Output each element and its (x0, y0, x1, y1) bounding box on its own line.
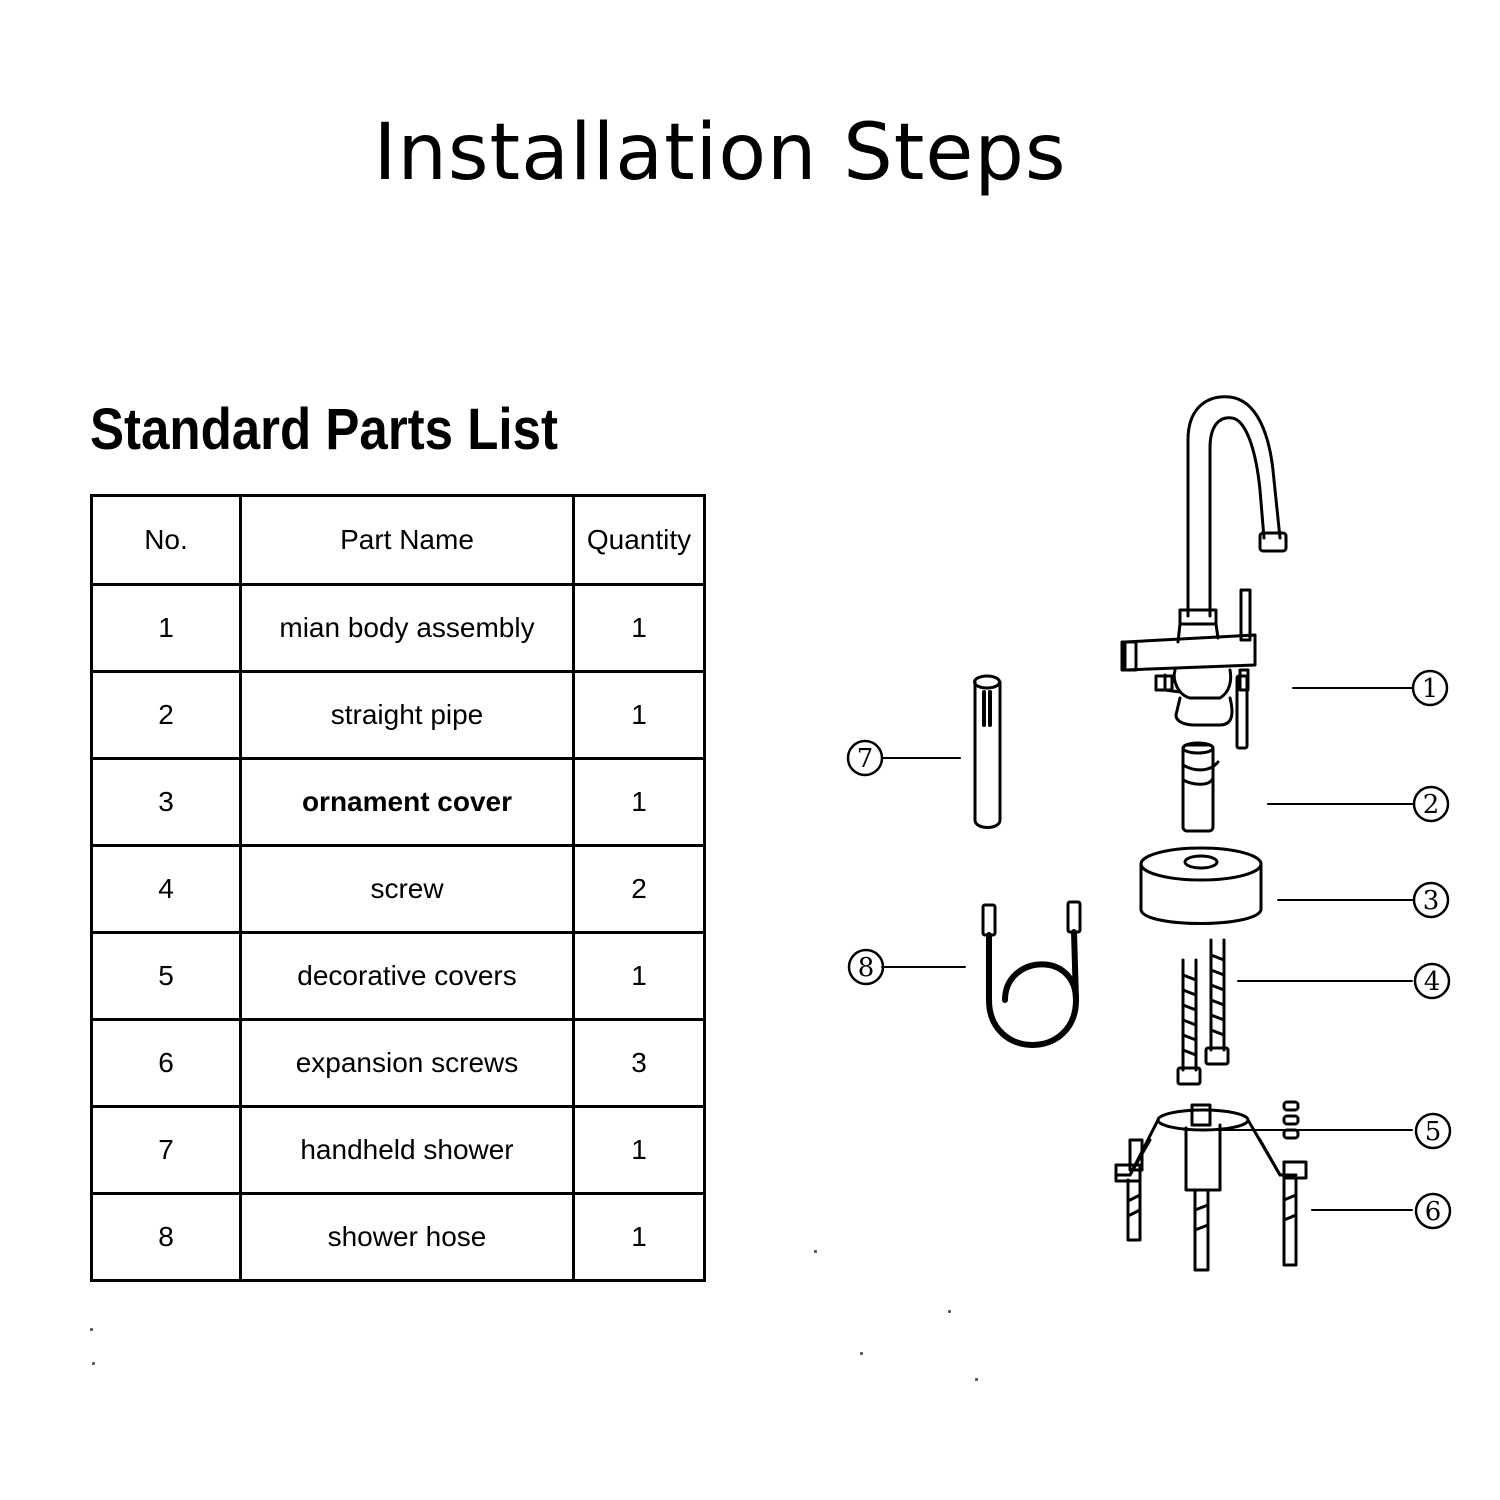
table-header-row: No. Part Name Quantity (90, 494, 706, 586)
callout-6: 6 (1414, 1192, 1452, 1230)
handheld-shower-illustration (973, 674, 1002, 829)
row-quantity: 1 (572, 1105, 706, 1195)
row-quantity: 1 (572, 931, 706, 1021)
row-part-name: ornament cover (239, 757, 575, 847)
callout-8: 8 (847, 948, 885, 986)
header-no: No. (90, 494, 242, 586)
table-row: 2 straight pipe 1 (90, 670, 706, 760)
row-quantity: 2 (572, 844, 706, 934)
row-part-name: straight pipe (239, 670, 575, 760)
callout-5: 5 (1414, 1112, 1452, 1150)
callout-6-label: 6 (1425, 1197, 1442, 1227)
callout-2-label: 2 (1423, 790, 1440, 820)
callout-7: 7 (846, 739, 884, 777)
screws-illustration (1176, 938, 1230, 1086)
straight-pipe-illustration (1181, 741, 1220, 833)
scan-speck (814, 1250, 817, 1253)
table-row: 1 mian body assembly 1 (90, 583, 706, 673)
scan-speck (90, 1328, 93, 1331)
row-part-name: shower hose (239, 1192, 575, 1282)
callout-5-label: 5 (1425, 1117, 1442, 1147)
header-quantity: Quantity (572, 494, 706, 586)
parts-table: No. Part Name Quantity 1 mian body assem… (90, 494, 706, 1282)
ornament-cover-illustration (1139, 846, 1263, 925)
row-part-name: expansion screws (239, 1018, 575, 1108)
page-title: Installation Steps (373, 108, 1067, 198)
header-part-name: Part Name (239, 494, 575, 586)
row-no: 8 (90, 1192, 242, 1282)
table-row: 7 handheld shower 1 (90, 1105, 706, 1195)
scan-speck (975, 1378, 978, 1381)
row-no: 6 (90, 1018, 242, 1108)
callout-2: 2 (1412, 785, 1450, 823)
callout-3-label: 3 (1423, 886, 1440, 916)
row-no: 7 (90, 1105, 242, 1195)
row-no: 1 (90, 583, 242, 673)
row-quantity: 1 (572, 670, 706, 760)
row-quantity: 1 (572, 757, 706, 847)
exploded-parts-diagram: 1 2 3 4 5 6 7 8 (846, 395, 1452, 1272)
parts-list-heading: Standard Parts List (90, 397, 558, 462)
row-part-name: screw (239, 844, 575, 934)
row-quantity: 3 (572, 1018, 706, 1108)
row-part-name: decorative covers (239, 931, 575, 1021)
callout-3: 3 (1412, 881, 1450, 919)
row-quantity: 1 (572, 583, 706, 673)
table-row: 8 shower hose 1 (90, 1192, 706, 1282)
table-row: 4 screw 2 (90, 844, 706, 934)
decorative-cover-and-expansion-screws-illustration (1114, 1100, 1308, 1272)
callout-8-label: 8 (858, 953, 875, 983)
row-no: 5 (90, 931, 242, 1021)
callout-1: 1 (1411, 669, 1449, 707)
callout-1-label: 1 (1422, 674, 1439, 704)
table-row: 5 decorative covers 1 (90, 931, 706, 1021)
shower-hose-illustration (981, 900, 1082, 1048)
callout-7-label: 7 (857, 744, 874, 774)
table-row: 6 expansion screws 3 (90, 1018, 706, 1108)
faucet-main-body-illustration (1120, 395, 1288, 750)
table-row: 3 ornament cover 1 (90, 757, 706, 847)
scan-speck (860, 1352, 863, 1355)
row-no: 3 (90, 757, 242, 847)
row-part-name: mian body assembly (239, 583, 575, 673)
scan-speck (948, 1310, 951, 1313)
row-part-name: handheld shower (239, 1105, 575, 1195)
callout-4-label: 4 (1424, 967, 1441, 997)
row-no: 2 (90, 670, 242, 760)
row-no: 4 (90, 844, 242, 934)
callout-4: 4 (1413, 962, 1451, 1000)
row-quantity: 1 (572, 1192, 706, 1282)
callout-leader-lines (881, 687, 1413, 1211)
scan-speck (92, 1362, 95, 1365)
